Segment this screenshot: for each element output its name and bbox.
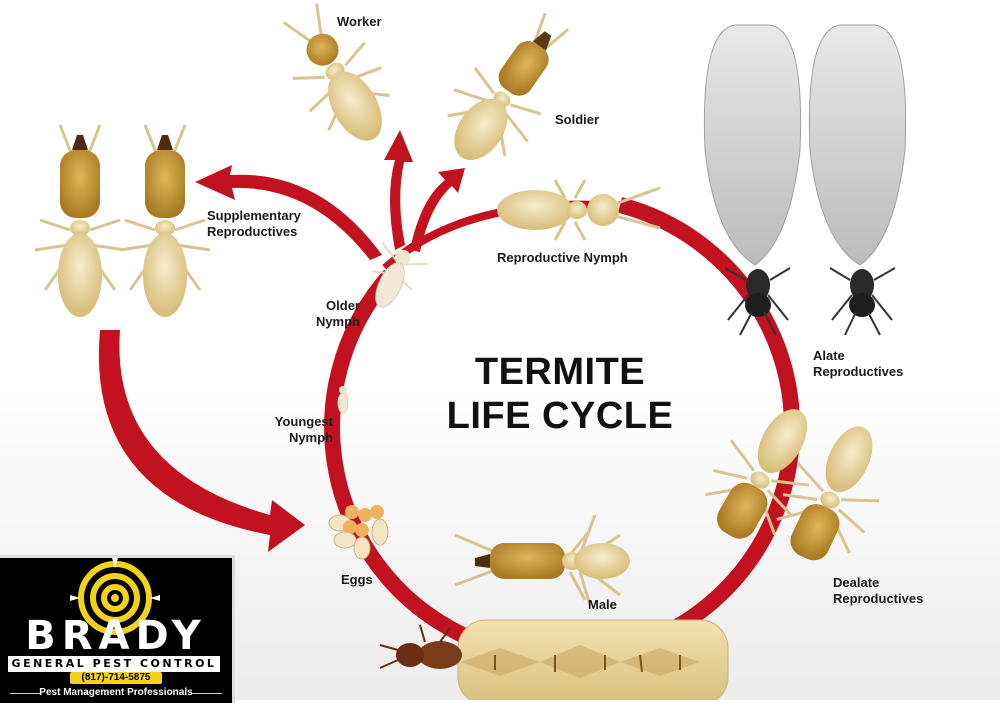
diagram-title: TERMITE LIFE CYCLE xyxy=(420,350,700,438)
label-worker: Worker xyxy=(337,14,382,29)
eggs-illustration xyxy=(328,505,389,560)
title-line-1: TERMITE xyxy=(474,351,646,393)
male-termite-illustration xyxy=(454,514,630,606)
label-line-1: Alate xyxy=(813,348,845,363)
supplementary-reproductive-illustration-1 xyxy=(34,124,126,317)
divider-left xyxy=(10,693,40,694)
dealate-reproductive-illustration-2 xyxy=(776,426,880,561)
label-soldier: Soldier xyxy=(555,112,600,127)
soldier-termite-illustration xyxy=(447,12,570,160)
label-youngest-nymph: Youngest Nymph xyxy=(258,414,333,446)
label-line-1: Supplementary xyxy=(207,208,301,223)
alate-reproductive-illustration-2 xyxy=(808,24,907,336)
reproductive-nymph-illustration xyxy=(497,179,661,241)
logo-phone: (817)-714-5875 xyxy=(70,672,162,684)
label-dealate-reproductives: Dealate Reproductives xyxy=(833,575,923,607)
brady-logo: BRADY GENERAL PEST CONTROL (817)-714-587… xyxy=(0,555,235,703)
title-line-2: LIFE CYCLE xyxy=(446,395,674,437)
queen-termite-illustration xyxy=(379,619,729,700)
label-alate-reproductives: Alate Reproductives xyxy=(813,348,903,380)
branch-arrows xyxy=(98,130,465,552)
divider-right xyxy=(192,693,222,694)
label-line-1: Youngest xyxy=(274,414,333,429)
worker-termite-illustration xyxy=(282,3,390,141)
label-line-2: Reproductives xyxy=(833,591,924,606)
label-line-1: Dealate xyxy=(833,575,880,590)
label-line-2: Reproductives xyxy=(207,224,298,239)
target-rings-icon xyxy=(70,558,160,635)
label-eggs: Eggs xyxy=(341,572,373,587)
logo-subtitle: GENERAL PEST CONTROL xyxy=(8,656,220,672)
label-older-nymph: Older Nymph xyxy=(295,298,360,330)
label-reproductive-nymph: Reproductive Nymph xyxy=(497,250,628,265)
label-line-1: Older xyxy=(326,298,360,313)
label-line-2: Nymph xyxy=(315,314,360,329)
logo-brand: BRADY xyxy=(25,613,207,659)
youngest-nymph-illustration xyxy=(337,386,349,414)
label-supplementary-reproductives: Supplementary Reproductives xyxy=(207,208,301,240)
alate-reproductive-illustration-1 xyxy=(703,24,802,336)
logo-tagline: Pest Management Professionals xyxy=(39,687,193,698)
label-male: Male xyxy=(588,597,617,612)
supplementary-reproductive-illustration-2 xyxy=(119,124,211,317)
label-line-2: Nymph xyxy=(288,430,333,445)
dealate-reproductive-illustration-1 xyxy=(705,409,810,539)
label-line-2: Reproductives xyxy=(813,364,904,379)
older-nymph-illustration xyxy=(372,242,428,308)
